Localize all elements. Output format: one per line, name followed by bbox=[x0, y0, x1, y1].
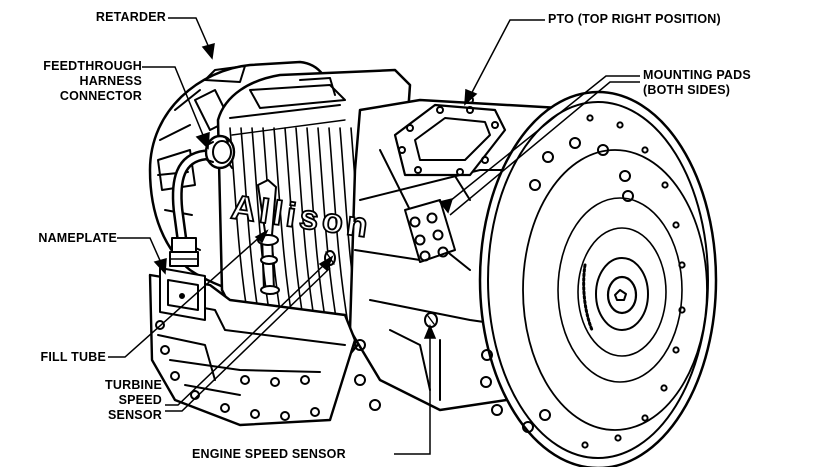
label-engine-speed-sensor: ENGINE SPEED SENSOR bbox=[192, 447, 346, 461]
mounting-pads bbox=[404, 199, 456, 263]
leader-feedthrough bbox=[142, 66, 206, 141]
feedthrough-harness bbox=[169, 134, 236, 267]
pto-cover bbox=[393, 96, 507, 177]
label-mounting-pads: MOUNTING PADS (BOTH SIDES) bbox=[643, 68, 751, 97]
flexplate bbox=[478, 90, 718, 467]
label-fill-tube: FILL TUBE bbox=[40, 350, 106, 364]
leader-mounting-pads bbox=[444, 75, 640, 206]
label-retarder: RETARDER bbox=[95, 10, 166, 24]
leader-engine-speed bbox=[394, 335, 431, 455]
engine-speed-sensor bbox=[424, 312, 438, 328]
label-nameplate: NAMEPLATE bbox=[38, 231, 117, 245]
leader-fill-tube bbox=[108, 234, 263, 358]
leader-pto bbox=[467, 19, 545, 101]
leader-turbine bbox=[165, 262, 327, 406]
leader-nameplate bbox=[117, 237, 163, 266]
fill-tube bbox=[257, 179, 280, 295]
feedthrough-connector bbox=[204, 134, 236, 170]
label-turbine-speed-sensor: TURBINE SPEED SENSOR bbox=[105, 378, 162, 422]
label-feedthrough-harness-connector: FEEDTHROUGH HARNESS CONNECTOR bbox=[43, 59, 142, 103]
nameplate bbox=[159, 267, 206, 321]
leader-retarder bbox=[168, 17, 211, 51]
label-pto: PTO (TOP RIGHT POSITION) bbox=[548, 12, 721, 26]
